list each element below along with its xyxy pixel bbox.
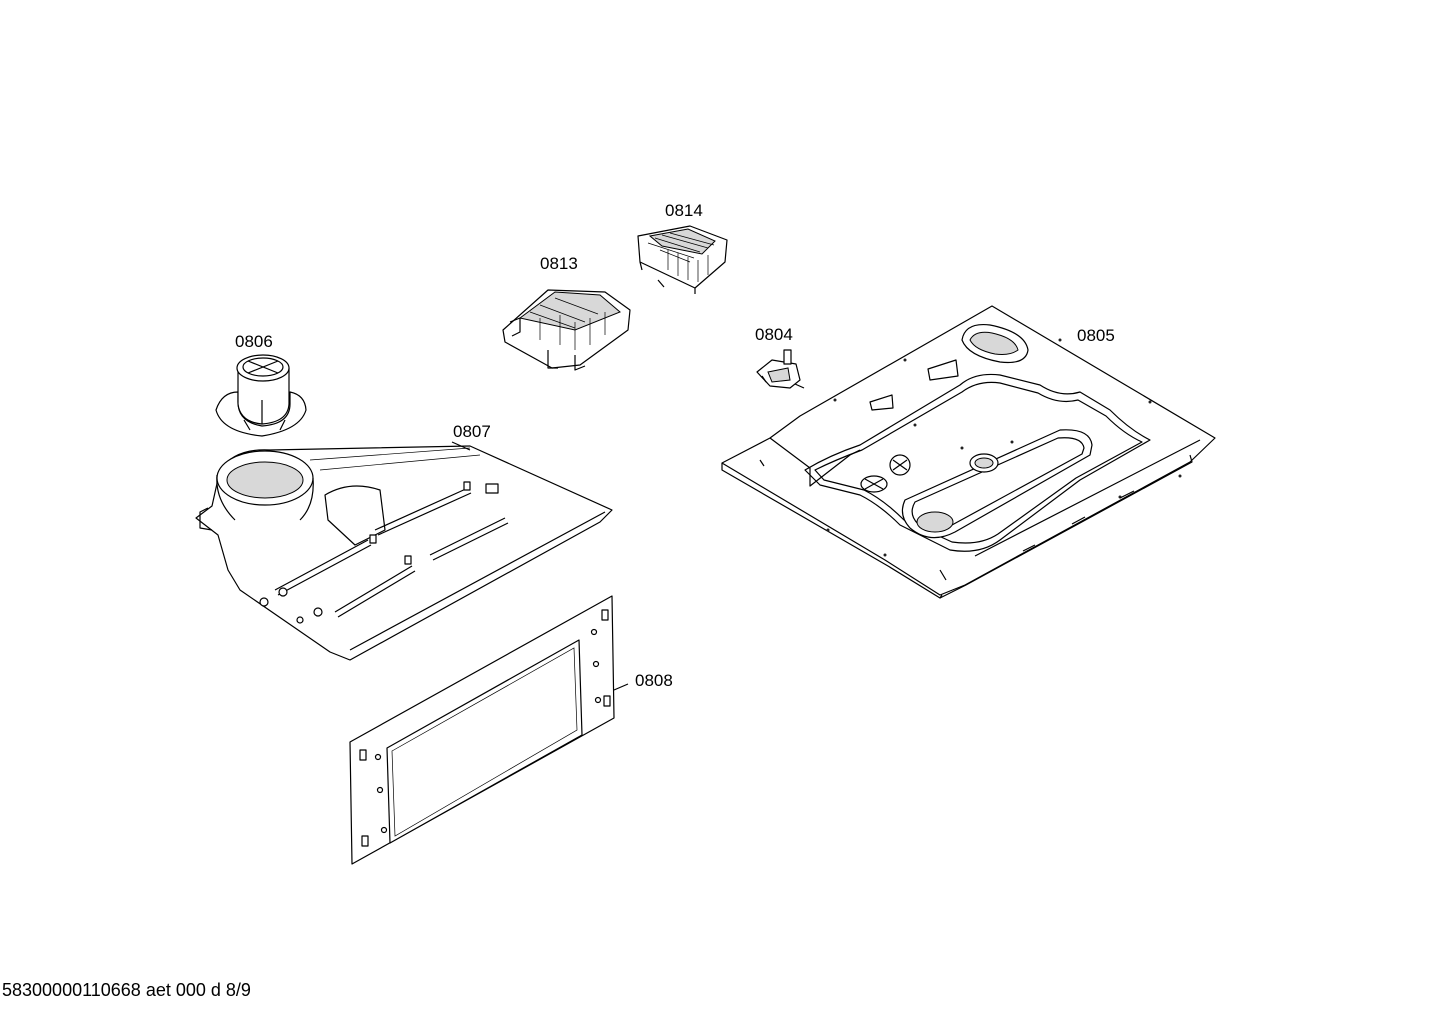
part-label-0805[interactable]: 0805 xyxy=(1077,326,1115,345)
part-label-0813[interactable]: 0813 xyxy=(540,254,578,273)
part-label-0806[interactable]: 0806 xyxy=(235,332,273,351)
part-0814-drawing[interactable] xyxy=(637,225,728,294)
part-0807-drawing[interactable] xyxy=(195,445,613,661)
part-0804-drawing[interactable] xyxy=(756,349,805,389)
part-label-0814[interactable]: 0814 xyxy=(665,201,703,220)
document-footer-id: 58300000110668 aet 000 d 8/9 xyxy=(2,980,251,1000)
leader-0807 xyxy=(451,441,471,451)
part-0805-drawing[interactable] xyxy=(721,305,1216,599)
part-0806-drawing[interactable] xyxy=(215,354,307,437)
part-label-0808[interactable]: 0808 xyxy=(635,671,673,690)
part-0813-drawing[interactable] xyxy=(502,289,631,371)
leader-0808 xyxy=(613,683,629,691)
part-0808-drawing[interactable] xyxy=(349,595,615,865)
part-label-0807[interactable]: 0807 xyxy=(453,422,491,441)
part-label-0804[interactable]: 0804 xyxy=(755,325,793,344)
